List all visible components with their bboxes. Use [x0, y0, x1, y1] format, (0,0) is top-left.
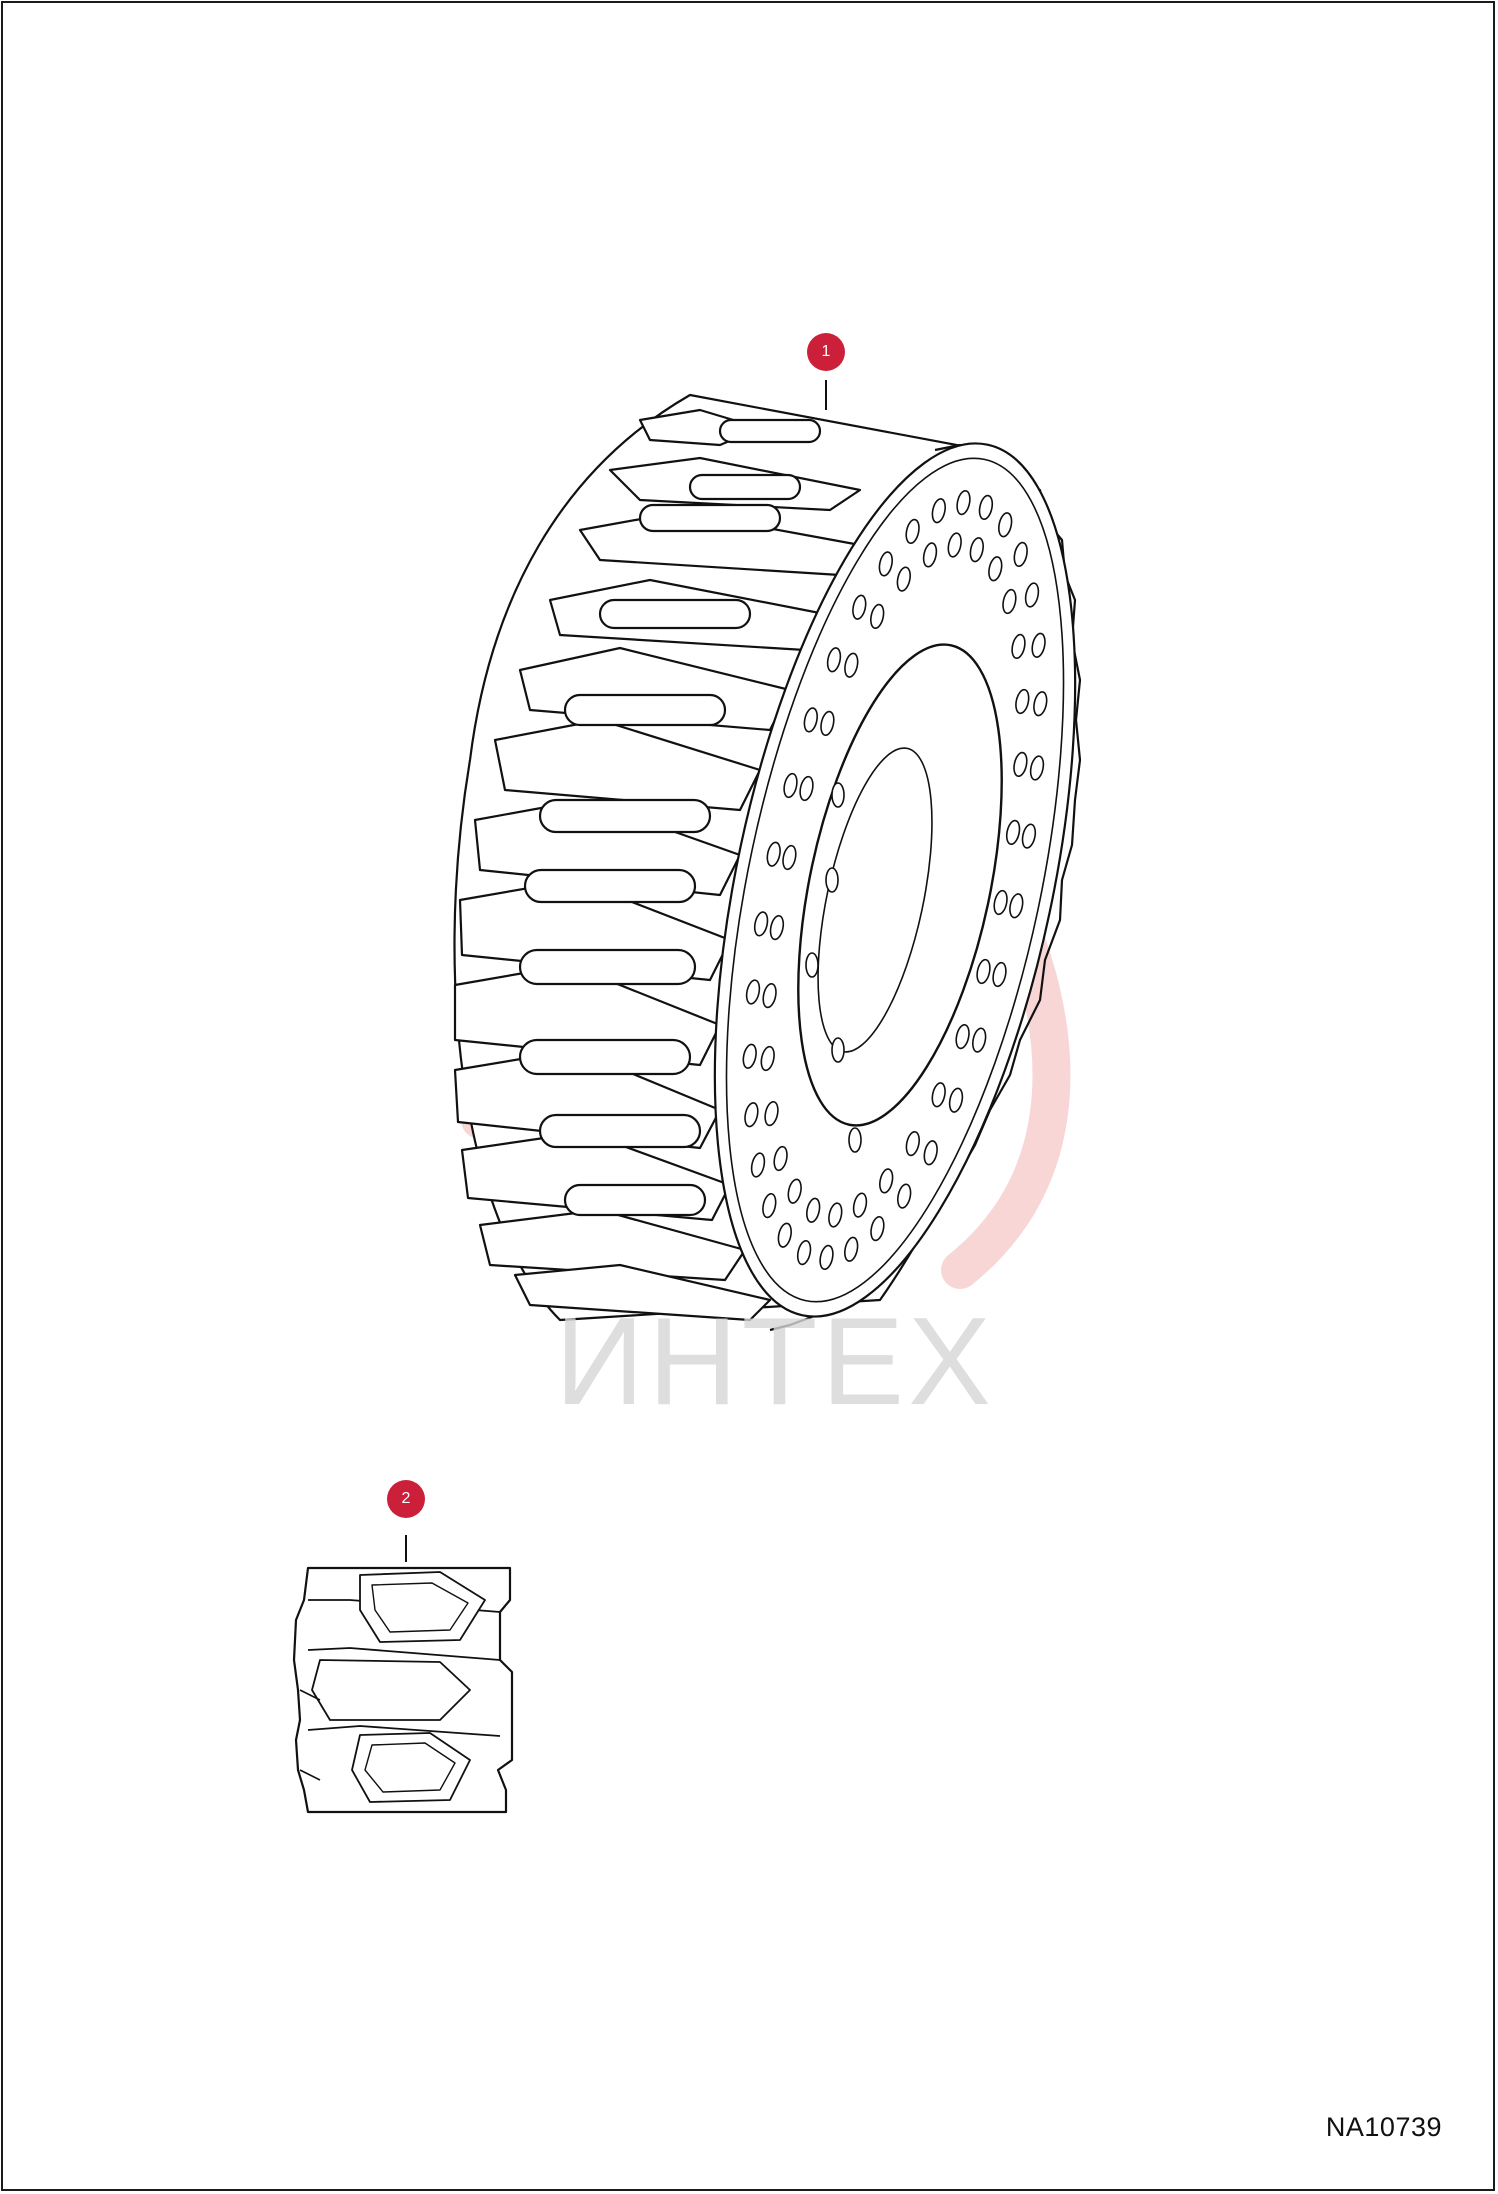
sidewall-hole [948, 1087, 964, 1113]
watermark-text: ИНТЕХ [555, 1293, 995, 1431]
sidewall-hole [1002, 588, 1017, 615]
sidewall-hole [1013, 751, 1028, 778]
sidewall-hole [1011, 633, 1026, 660]
sidewall-hole [955, 1023, 970, 1050]
sidewall-hole [956, 489, 971, 516]
sidewall-hole [777, 1222, 792, 1248]
sidewall-hole [905, 1130, 920, 1157]
sidewall-hole [1024, 582, 1040, 608]
sidewall-hole [1033, 691, 1048, 717]
sidewall-hole [750, 1152, 766, 1178]
sidewall-hole [976, 958, 991, 985]
sidewall-hole [896, 566, 911, 592]
sidewall-hole [870, 603, 885, 630]
tread-lugs [453, 408, 862, 1322]
sidewall-hole [787, 1178, 802, 1204]
sidewall-hole [744, 1102, 759, 1128]
tire-drawing [453, 393, 1082, 1332]
sidewall-hole [766, 841, 781, 867]
sidewall-hole [1031, 632, 1046, 658]
sidewall-hole [905, 518, 920, 545]
sidewall-hole [992, 961, 1007, 988]
sidewall-hole [947, 532, 962, 558]
sidewall-hole [988, 556, 1003, 582]
sidewall-hole [762, 1192, 777, 1219]
sidewall-hole [870, 1215, 885, 1242]
sidewall-holes [742, 489, 1048, 1271]
sidewall-hole [803, 707, 818, 733]
sidewall-hole [922, 542, 938, 568]
sidewall-hole [796, 1239, 812, 1266]
sidewall-hole [844, 652, 859, 678]
sidewall-hole [879, 1168, 894, 1194]
sidewall-hole [753, 911, 769, 937]
sidewall-hole [998, 512, 1013, 538]
sidewall-hole [806, 1197, 821, 1223]
sidewall-hole [819, 1244, 834, 1271]
sidewall-hole [1021, 823, 1037, 849]
sidewall-hole [1015, 688, 1030, 715]
sidewall-hole [1013, 541, 1028, 568]
sidewall-hole [931, 498, 946, 524]
callout-2-badge[interactable]: 2 [387, 1480, 425, 1518]
sidewall-hole [783, 772, 798, 799]
sidewall-hole [852, 594, 867, 620]
sidewall-hole [782, 844, 797, 871]
sidewall-hole [760, 1045, 775, 1072]
sidewall-hole [844, 1236, 859, 1262]
sidewall-hole [1029, 755, 1045, 781]
sidewall-hole [769, 914, 785, 941]
sidewall-hole [931, 1082, 946, 1108]
sidewall-hole [993, 889, 1008, 916]
sidewall-hole [878, 551, 893, 577]
hub-bolt-holes [805, 782, 862, 1153]
sidewall-hole [799, 775, 814, 802]
sidewall-hole [773, 1145, 788, 1172]
sidewall-hole [1005, 819, 1021, 846]
sidewall-hole [826, 647, 842, 673]
sidewall-hole [972, 1027, 987, 1053]
sidewall-hole [742, 1043, 757, 1069]
sidewall-hole [923, 1140, 938, 1166]
callout-1-badge[interactable]: 1 [807, 333, 845, 371]
tread-grooves [518, 418, 822, 1217]
sidewall-hole [745, 979, 761, 1005]
drawing-code: NA10739 [1325, 2112, 1442, 2142]
sidewall-hole [820, 710, 835, 737]
sidewall-hole [828, 1202, 843, 1228]
sidewall-hole [852, 1192, 868, 1218]
sidewall-hole [897, 1183, 912, 1209]
wheel-hub-opening [797, 643, 1003, 1127]
sidewall-hole [1009, 893, 1024, 919]
sidewall-hole [764, 1100, 779, 1127]
tread-section-drawing [292, 1566, 514, 1814]
sidewall-hole [969, 537, 984, 563]
sidewall-hole [762, 982, 777, 1009]
sidewall-hole [978, 494, 994, 521]
